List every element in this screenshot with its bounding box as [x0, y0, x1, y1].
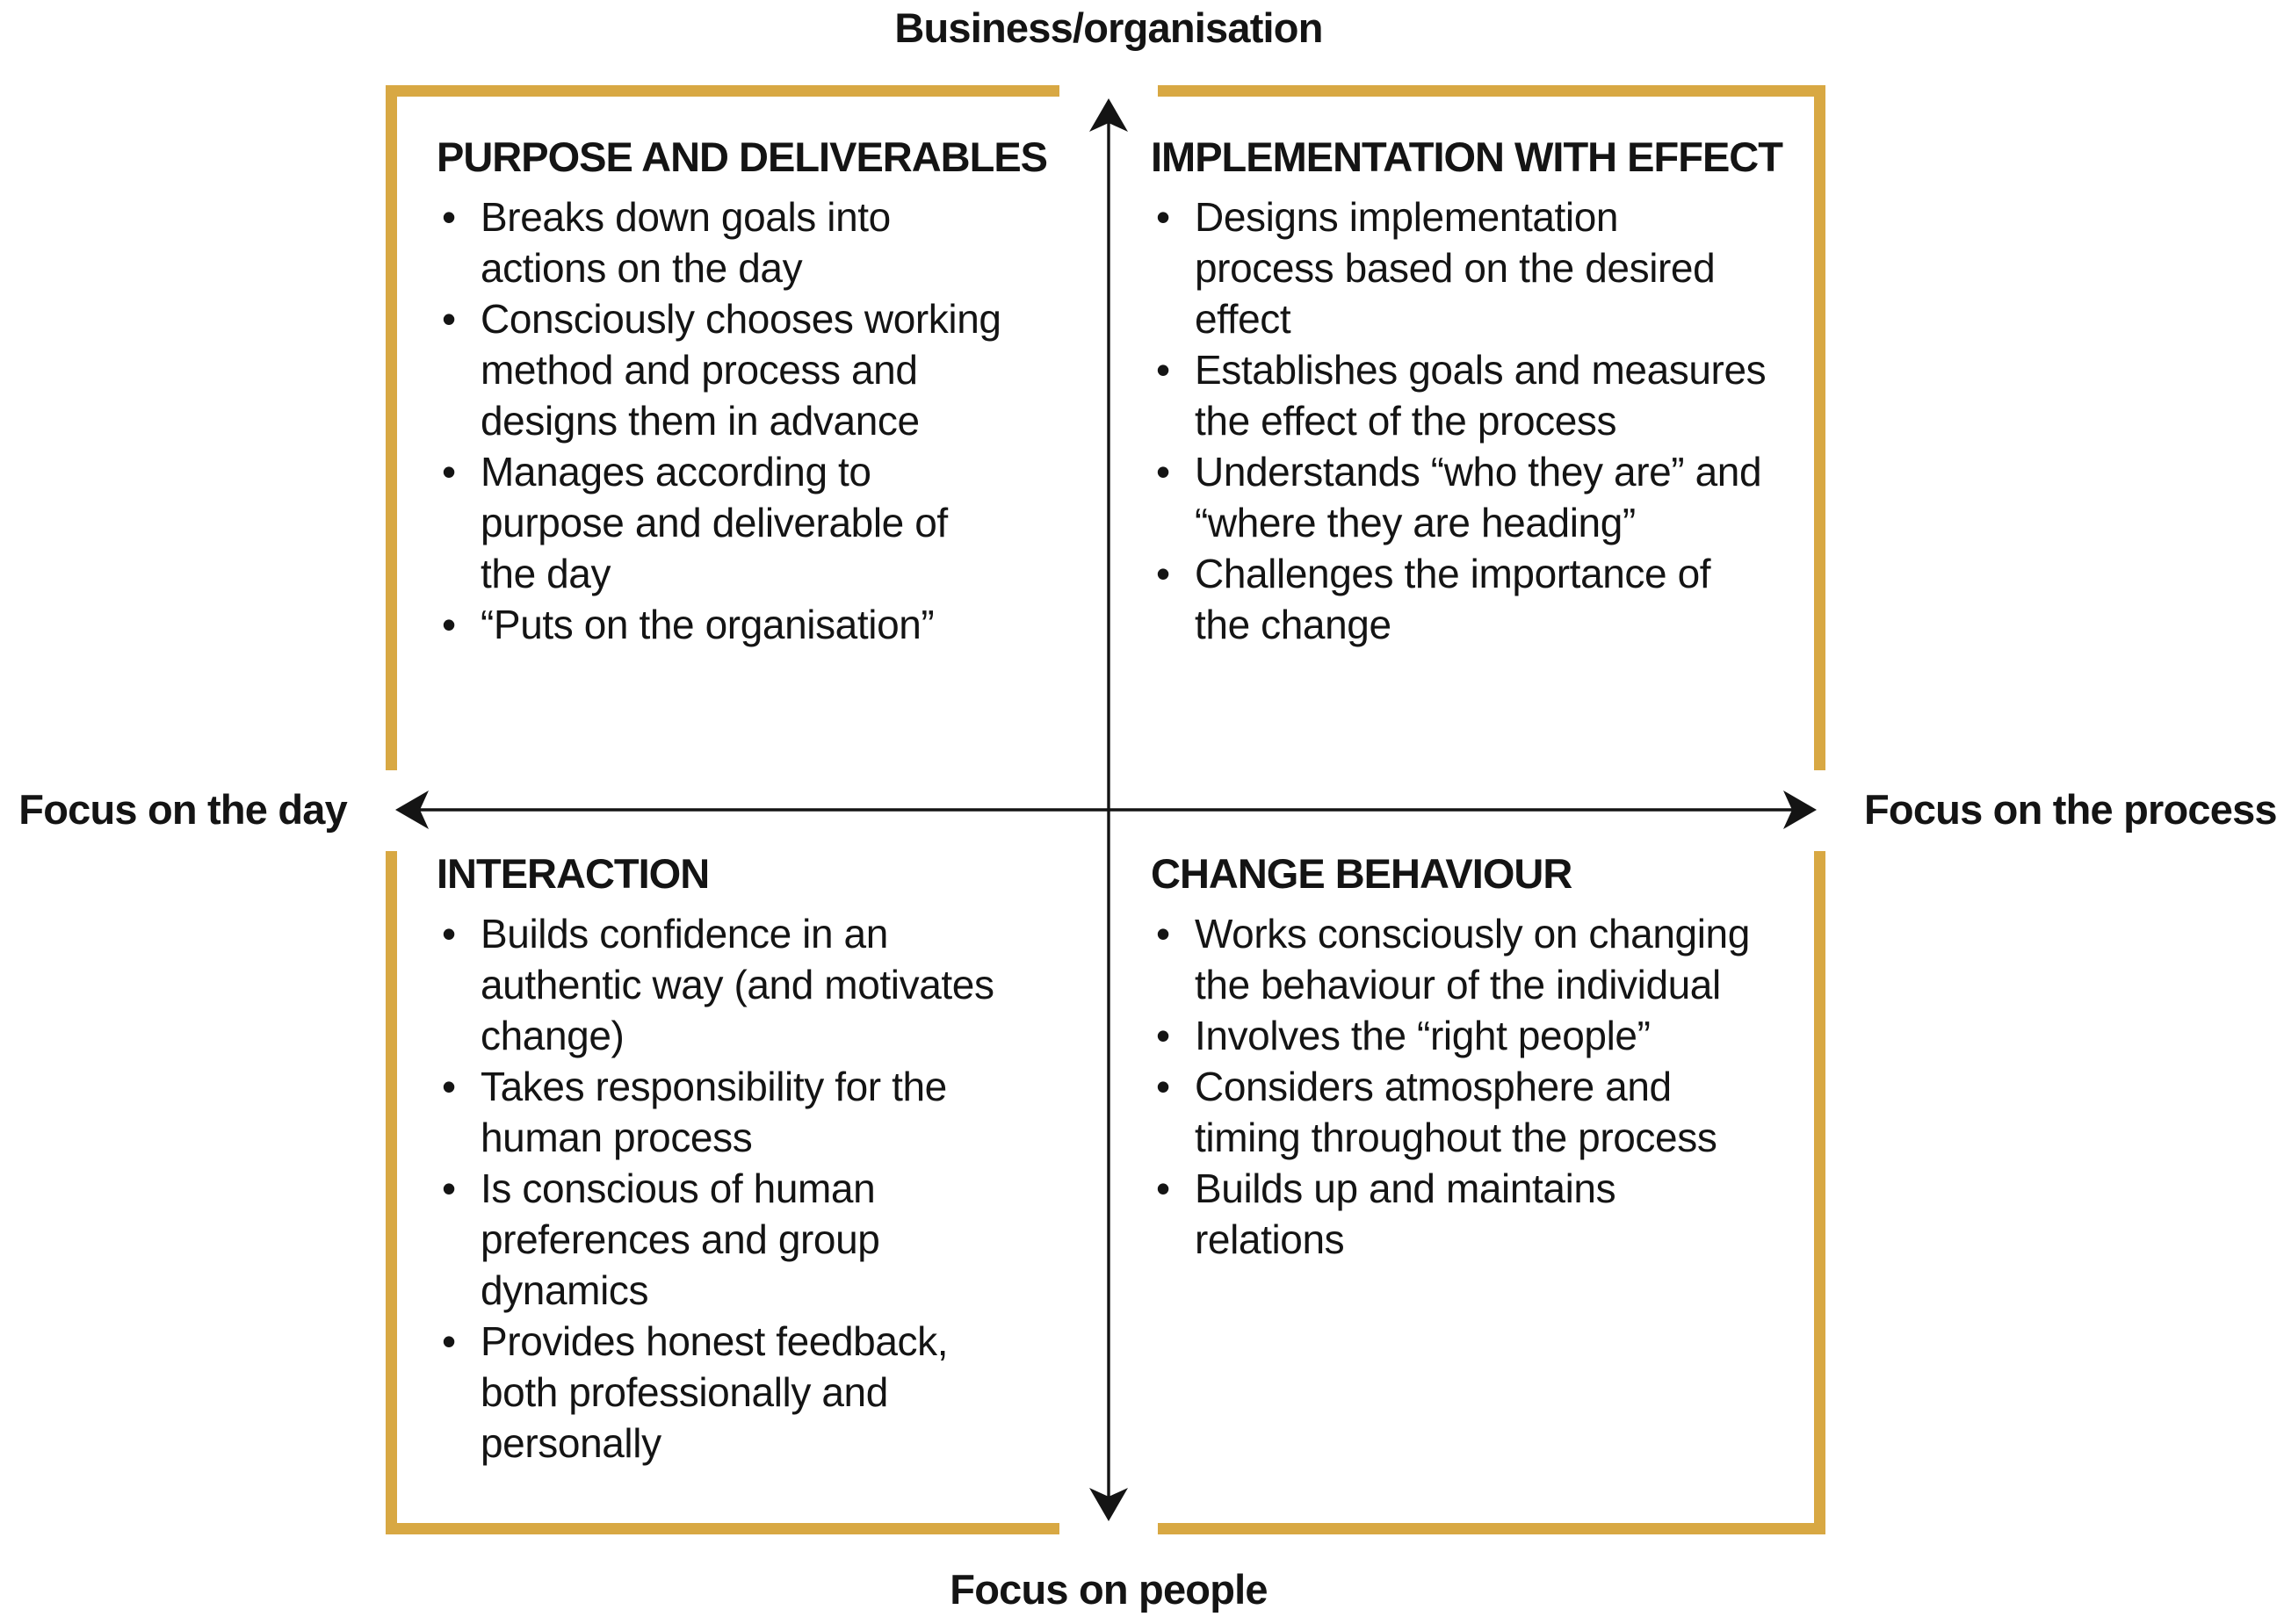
arrowhead-left-icon [395, 790, 429, 829]
bullet-list: Designs implementation process based on … [1151, 191, 1862, 650]
bullet-item: Builds up and maintains relations [1151, 1163, 1862, 1265]
quadrant-title: IMPLEMENTATION WITH EFFECT [1151, 134, 1783, 180]
axis-label-focus-on-people: Focus on people [950, 1566, 1268, 1613]
bullet-item: Provides honest feedback, both professio… [437, 1316, 1117, 1469]
quadrant-title: CHANGE BEHAVIOUR [1151, 850, 1572, 897]
arrowhead-up-icon [1089, 98, 1128, 132]
bullet-item: Understands “who they are” and “where th… [1151, 446, 1862, 548]
quadrant-top-right: IMPLEMENTATION WITH EFFECT Designs imple… [1151, 132, 1862, 650]
bullet-item: Works consciously on changing the behavi… [1151, 908, 1862, 1010]
frame-gap-right [1811, 770, 1830, 851]
frame-gap-bottom [1059, 1519, 1158, 1539]
bullet-item: Takes responsibility for the human proce… [437, 1061, 1117, 1163]
bullet-item: Is conscious of human preferences and gr… [437, 1163, 1117, 1316]
arrowhead-down-icon [1089, 1488, 1128, 1521]
bullet-item: Builds confidence in an authentic way (a… [437, 908, 1117, 1061]
frame-gap-left [382, 770, 401, 851]
bullet-item: Consciously chooses working method and p… [437, 293, 1117, 446]
bullet-list: Builds confidence in an authentic way (a… [437, 908, 1117, 1469]
bullet-item: Breaks down goals into actions on the da… [437, 191, 1117, 293]
axis-label-focus-on-the-day: Focus on the day [18, 786, 348, 833]
bullet-item: “Puts on the organisation” [437, 599, 1117, 650]
bullet-item: Manages according to purpose and deliver… [437, 446, 1117, 599]
axis-label-business-organisation: Business/organisation [894, 4, 1323, 51]
bullet-item: Establishes goals and measures the effec… [1151, 344, 1862, 446]
quadrant-title: INTERACTION [437, 850, 710, 897]
arrowhead-right-icon [1783, 790, 1817, 829]
frame-gap-top [1059, 82, 1158, 101]
bullet-item: Designs implementation process based on … [1151, 191, 1862, 344]
quadrant-title: PURPOSE AND DELIVERABLES [437, 134, 1048, 180]
quadrant-bottom-left: INTERACTION Builds confidence in an auth… [437, 848, 1117, 1469]
axis-label-focus-on-the-process: Focus on the process [1864, 786, 2278, 833]
bullet-item: Involves the “right people” [1151, 1010, 1862, 1061]
bullet-list: Works consciously on changing the behavi… [1151, 908, 1862, 1265]
bullet-list: Breaks down goals into actions on the da… [437, 191, 1117, 650]
bullet-item: Considers atmosphere and timing througho… [1151, 1061, 1862, 1163]
quadrant-bottom-right: CHANGE BEHAVIOUR Works consciously on ch… [1151, 848, 1862, 1265]
bullet-item: Challenges the importance of the change [1151, 548, 1862, 650]
quadrant-top-left: PURPOSE AND DELIVERABLES Breaks down goa… [437, 132, 1117, 650]
